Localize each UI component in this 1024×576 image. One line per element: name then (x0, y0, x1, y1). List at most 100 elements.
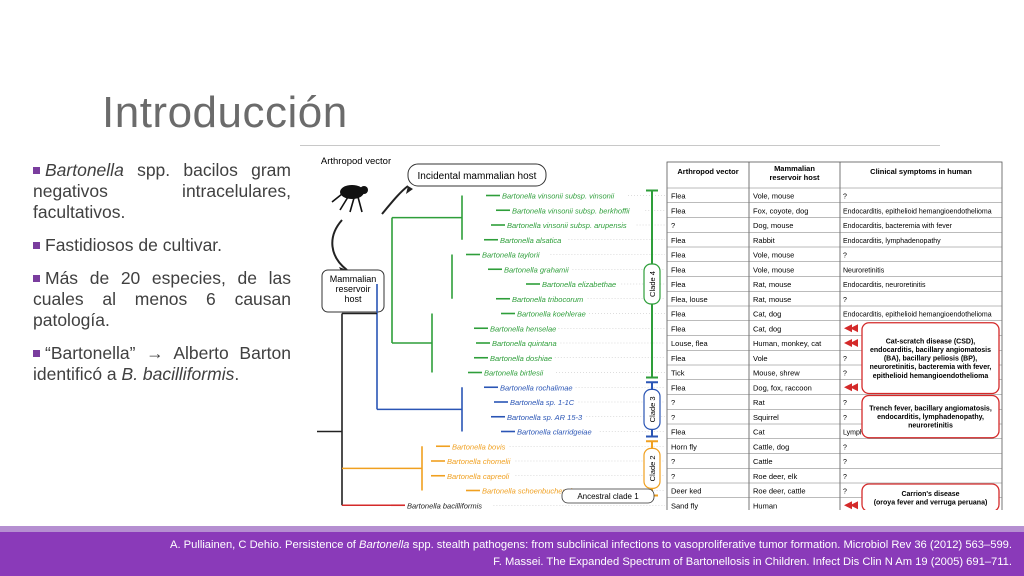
symptom-cell: Endocarditis, epithelioid hemangioendoth… (843, 312, 992, 319)
highlight-arrow-icon (844, 501, 858, 510)
clade-label-box (643, 388, 661, 430)
bullet-item: Bartonella spp. bacilos gram negativos i… (33, 160, 291, 222)
species-label: Bartonella sp. 1-1C (510, 398, 575, 407)
species-label: Bartonella birtlesii (484, 369, 544, 378)
species-label: Bartonella capreoli (447, 472, 509, 481)
symptom-cell: Endocarditis, neuroretinitis (843, 282, 926, 289)
symptom-cell: Endocarditis, epithelioid hemangioendoth… (843, 208, 992, 215)
species-label: Bartonella tribocorum (512, 295, 583, 304)
clade-label: Clade 4 (648, 271, 657, 297)
symptom-cell: ? (843, 356, 847, 363)
vector-cell: Flea (671, 192, 686, 201)
host-cell: Human (753, 501, 777, 510)
table-header-2: Clinical symptoms in human (870, 167, 972, 176)
symptom-cell: ? (843, 400, 847, 407)
symptom-cell: ? (843, 444, 847, 451)
species-label: Bartonella taylorii (482, 251, 540, 260)
symptom-highlight-box (861, 394, 1000, 439)
species-label: Bartonella sp. AR 15-3 (507, 413, 583, 422)
symptom-cell: ? (843, 194, 847, 201)
host-cell: Squirrel (753, 413, 779, 422)
arrowheads (339, 186, 413, 275)
host-cell: Dog, fox, raccoon (753, 383, 812, 392)
flea-icon (331, 185, 368, 213)
species-label: Bartonella grahamii (504, 265, 569, 274)
symptom-highlight-line: neuroretinitis, bacteremia with fever, (870, 364, 992, 371)
host-cell: Mouse, shrew (753, 369, 800, 378)
reference-2: F. Massei. The Expanded Spectrum of Bart… (493, 556, 1012, 568)
host-cell: Vole, mouse (753, 251, 794, 260)
species-label: Bartonella doshiae (490, 354, 552, 363)
ancestral-clade-box (561, 488, 655, 504)
bullet-square-icon (33, 274, 40, 282)
species-label: Bartonella chomelii (447, 457, 511, 466)
clade-label: Clade 3 (648, 396, 657, 422)
vector-cell: Louse, flea (671, 339, 709, 348)
vector-cell: Tick (671, 369, 685, 378)
species-label: Bartonella elizabethae (542, 280, 616, 289)
vector-cell: Flea (671, 280, 686, 289)
symptom-highlight-line: neuroretinitis (908, 423, 953, 430)
table-header-1: Mammalian (774, 164, 815, 173)
symptom-highlight-line: Trench fever, bacillary angiomatosis, (869, 406, 992, 413)
symptom-cell: Neuroretinitis (843, 267, 885, 274)
incidental-host-label: Incidental mammalian host (418, 171, 537, 182)
ancestral-clade-label: Ancestral clade 1 (577, 492, 639, 501)
species-label: Bartonella clarridgeiae (517, 428, 592, 437)
symptom-cell: ? (843, 371, 847, 378)
host-cell: Dog, mouse (753, 221, 793, 230)
vector-cell: Flea (671, 383, 686, 392)
species-label: Bartonella schoenbuchensis (482, 487, 576, 496)
symptom-cell: ? (843, 297, 847, 304)
bullet-square-icon (33, 166, 40, 174)
species-label: Bartonella rochalimae (500, 383, 573, 392)
vector-cell: Flea (671, 354, 686, 363)
host-cell: Rabbit (753, 236, 776, 245)
reference-1: A. Pulliainen, C Dehio. Persistence of B… (169, 539, 1012, 551)
species-label: Bartonella vinsonii subsp. berkhoffii (512, 206, 630, 215)
vector-cell: Flea (671, 206, 686, 215)
arthropod-vector-label: Arthropod vector (321, 156, 391, 167)
bullet-square-icon (33, 241, 40, 249)
title-divider (300, 145, 940, 146)
host-cell: Cattle, dog (753, 442, 789, 451)
phylogenetic-tree (317, 194, 665, 507)
symptom-highlight-line: epithelioid hemangioendothelioma (873, 373, 989, 380)
footer-bar (0, 532, 1024, 576)
symptom-cell: Endocarditis, bacteremia with fever (843, 223, 953, 230)
vector-cell: ? (671, 472, 675, 481)
host-cell: Cat (753, 428, 766, 437)
incidental-host-box (407, 163, 547, 187)
vector-cell: ? (671, 413, 675, 422)
vector-cell: ? (671, 457, 675, 466)
species-label: Bartonella koehlerae (517, 310, 586, 319)
bullet-item: Fastidiosos de cultivar. (33, 235, 291, 256)
host-cell: Human, monkey, cat (753, 339, 822, 348)
symptom-cell: ? (843, 489, 847, 496)
arrow-cycle-icon (331, 185, 409, 271)
vector-cell: Sand fly (671, 501, 698, 510)
symptom-highlight-line: (BA), bacillary peliosis (BP), (884, 356, 977, 363)
symptom-cell: ? (843, 474, 847, 481)
host-cell: Cat, dog (753, 324, 781, 333)
host-cell: Rat, mouse (753, 295, 791, 304)
symptom-highlight-line: endocarditis, lymphadenopathy, (877, 414, 984, 421)
symptom-cell: ? (843, 253, 847, 260)
highlight-arrow-icon (844, 383, 858, 392)
species-label: Bartonella vinsonii subsp. vinsonii (502, 192, 614, 201)
symptom-cell: ? (843, 415, 847, 422)
host-cell: Rat, mouse (753, 280, 791, 289)
symptom-cell: Endocarditis, lymphadenopathy (843, 238, 941, 245)
footer-accent-strip (0, 526, 1024, 532)
host-cell: Vole, mouse (753, 265, 794, 274)
bullet-item: Más de 20 especies, de las cuales al men… (33, 268, 291, 330)
symptom-highlight-line: Cat-scratch disease (CSD), (886, 338, 976, 345)
symptom-highlight-box (861, 322, 1000, 395)
vector-cell: Flea, louse (671, 295, 708, 304)
species-label: Bartonella quintana (492, 339, 557, 348)
species-label: Bartonella bovis (452, 442, 506, 451)
vector-cell: Flea (671, 324, 686, 333)
